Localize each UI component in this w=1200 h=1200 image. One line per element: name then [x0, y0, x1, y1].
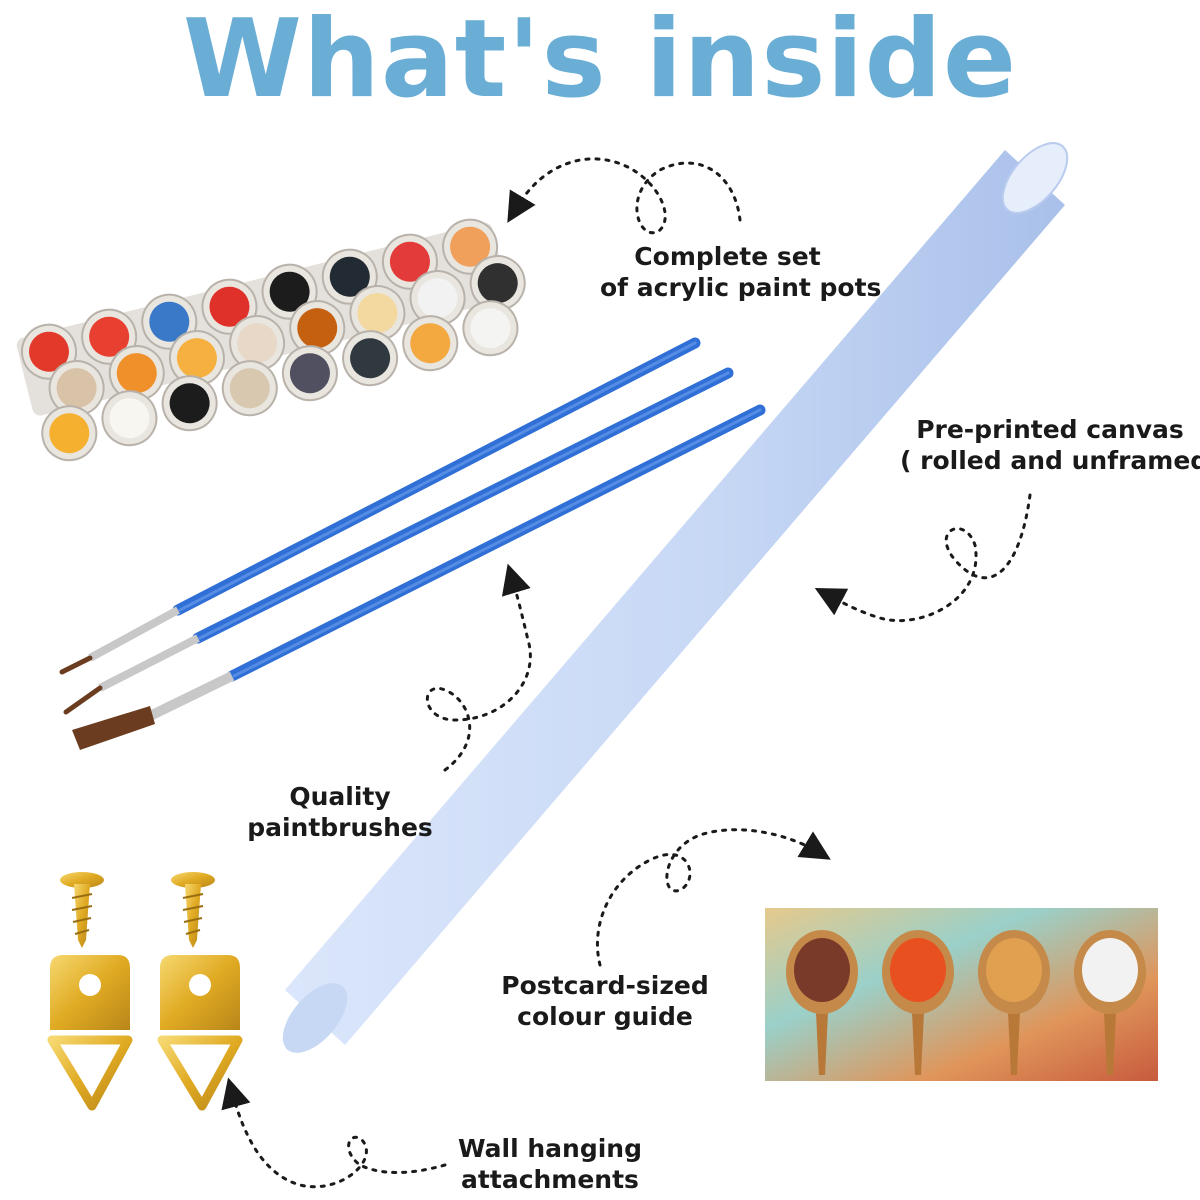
paint-pot-fill: [417, 278, 458, 319]
paintbrush-icon: [72, 404, 766, 750]
hanging-label-line1: Wall hanging: [457, 1134, 643, 1163]
paint-pot-set-icon: [16, 218, 526, 462]
dotted-arrow-icon: [425, 563, 532, 772]
canvas-label-line2: ( rolled and unframed ): [900, 446, 1200, 475]
paint-pot-fill: [289, 353, 330, 394]
paint-pot-fill: [389, 241, 430, 282]
brushes-label-line2: paintbrushes: [247, 813, 433, 842]
paint-pot-fill: [450, 226, 491, 267]
canvas-label-line1: Pre-printed canvas: [916, 415, 1184, 444]
paint-pot-fill: [176, 338, 217, 379]
spoon-spice: [1082, 938, 1138, 1002]
dotted-arrow-icon: [221, 1077, 447, 1189]
paint-pot-fill: [49, 413, 90, 454]
dotted-arrow-icon: [595, 828, 831, 967]
paint-pot-fill: [329, 256, 370, 297]
dotted-arrow-icon: [507, 157, 742, 234]
paint-pots-label-line1: Complete set: [634, 242, 821, 271]
paint-pots-label-line2: of acrylic paint pots: [600, 273, 882, 302]
spoon-spice: [794, 938, 850, 1002]
d-ring-hanger-icon: [157, 955, 243, 1111]
dotted-arrow-icon: [814, 493, 1032, 623]
paintbrush-icon: [63, 367, 734, 715]
screw-icon: [171, 872, 215, 948]
screw-icon: [60, 872, 104, 948]
paint-pot-fill: [470, 308, 511, 349]
brushes-label-line1: Quality: [289, 782, 391, 811]
paint-pot-fill: [477, 263, 518, 304]
paint-pot-fill: [350, 338, 391, 379]
paint-pot-fill: [237, 323, 278, 364]
paint-pots-label: Complete set of acrylic paint pots: [600, 241, 882, 303]
hanging-label-line2: attachments: [461, 1165, 639, 1194]
hanging-label: Wall hanging attachments: [440, 1133, 660, 1195]
brushes-label: Quality paintbrushes: [240, 781, 440, 843]
spice-spoons-guide-icon: [765, 908, 1158, 1081]
spoon-spice: [890, 938, 946, 1002]
d-ring-hanger-icon: [47, 955, 133, 1111]
paint-pot-fill: [229, 368, 270, 409]
paint-pot-fill: [169, 383, 210, 424]
paint-pot-fill: [116, 353, 157, 394]
spoon-handle: [1008, 1012, 1020, 1075]
colour-guide-label: Postcard-sized colour guide: [490, 970, 720, 1032]
page-title: What's inside: [182, 0, 1018, 122]
spoon-handle: [912, 1012, 924, 1075]
paintbrush-icon: [59, 337, 701, 675]
spoon-spice: [986, 938, 1042, 1002]
paint-pot-fill: [269, 271, 310, 312]
paint-pot-fill: [109, 398, 150, 439]
colour-guide-label-line1: Postcard-sized: [501, 971, 709, 1000]
paint-pot-fill: [89, 316, 130, 357]
spoon-handle: [1104, 1012, 1116, 1075]
paint-pot-fill: [357, 293, 398, 334]
paint-pot-fill: [56, 368, 97, 409]
canvas-roll-icon: [282, 142, 1069, 1053]
paint-pot-fill: [410, 323, 451, 364]
paint-pot-fill: [209, 286, 250, 327]
paint-pot-fill: [149, 301, 190, 342]
paint-pot-fill: [297, 308, 338, 349]
colour-guide-label-line2: colour guide: [517, 1002, 693, 1031]
spoon-handle: [816, 1012, 828, 1075]
canvas-label: Pre-printed canvas ( rolled and unframed…: [900, 414, 1200, 476]
paint-pot-fill: [28, 331, 69, 372]
